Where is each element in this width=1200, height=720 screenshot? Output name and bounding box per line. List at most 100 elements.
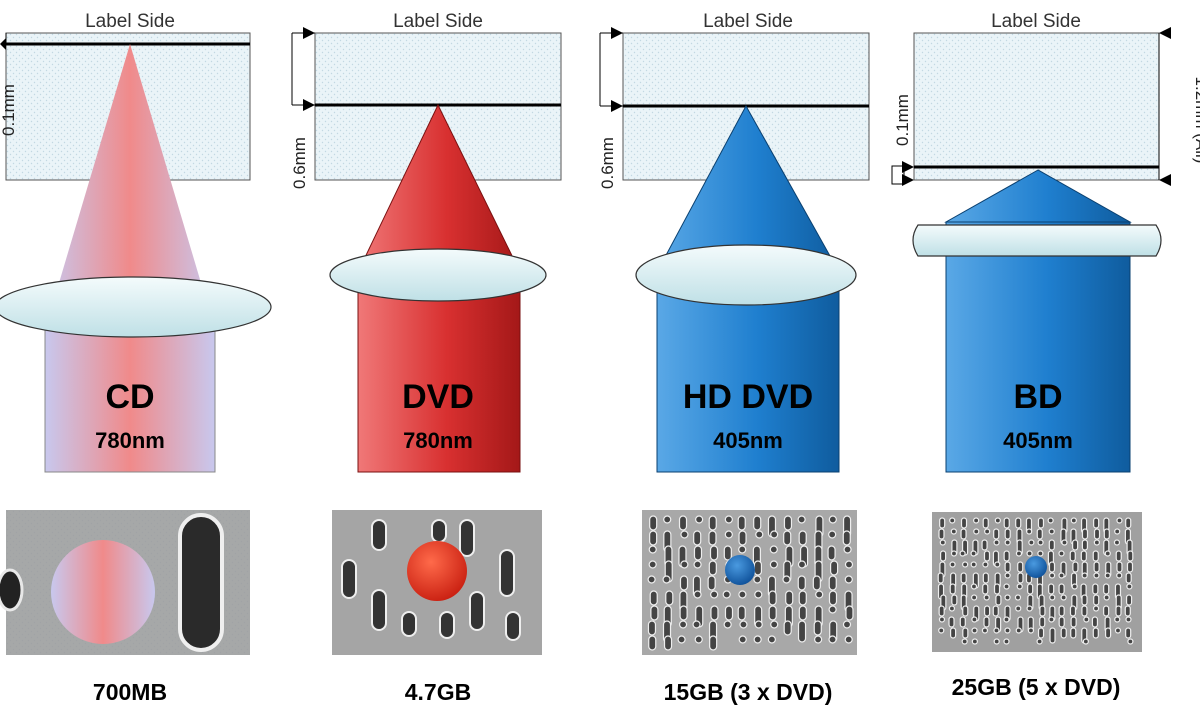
bd-pit-photo bbox=[932, 512, 1142, 652]
pit bbox=[649, 590, 658, 606]
pit bbox=[753, 560, 763, 576]
pit bbox=[842, 620, 852, 629]
cd-lens bbox=[0, 276, 272, 338]
bd-disc-layer bbox=[913, 32, 1160, 181]
pit bbox=[754, 590, 763, 599]
pit bbox=[1103, 605, 1110, 617]
pit bbox=[1103, 528, 1110, 540]
pit bbox=[938, 605, 945, 617]
pit bbox=[1026, 605, 1033, 612]
pit bbox=[650, 605, 659, 621]
pit bbox=[1092, 605, 1100, 612]
hddvd-name: HD DVD bbox=[683, 378, 813, 416]
pit bbox=[939, 517, 946, 529]
cd-arrow-icon bbox=[0, 38, 6, 50]
pit bbox=[960, 572, 967, 584]
pit bbox=[1058, 572, 1065, 579]
pit bbox=[769, 545, 778, 554]
pit bbox=[939, 539, 946, 546]
hddvd-thickness-label: 0.6mm bbox=[598, 137, 617, 189]
pit bbox=[1116, 561, 1123, 573]
bd-wavelength: 405nm bbox=[1003, 428, 1073, 453]
hddvd-pit-photo bbox=[642, 510, 857, 655]
pit bbox=[1003, 583, 1010, 590]
pit bbox=[1060, 627, 1067, 639]
cd-label-side: Label Side bbox=[85, 11, 175, 32]
dvd-wavelength: 780nm bbox=[403, 428, 473, 453]
pit bbox=[993, 528, 1000, 540]
pit bbox=[647, 575, 656, 584]
pit bbox=[940, 550, 947, 562]
pit bbox=[814, 635, 823, 644]
pit bbox=[1016, 583, 1023, 590]
pit bbox=[1126, 561, 1134, 573]
pit bbox=[842, 530, 851, 546]
pit bbox=[971, 638, 978, 645]
pit bbox=[1070, 517, 1077, 524]
pit bbox=[710, 590, 719, 599]
pit bbox=[1092, 550, 1099, 562]
pit bbox=[1058, 605, 1065, 617]
pit bbox=[693, 560, 702, 569]
dvd-pit-photo bbox=[332, 510, 542, 655]
pit bbox=[753, 515, 762, 531]
pit bbox=[1104, 627, 1112, 639]
pit bbox=[1125, 616, 1132, 623]
cd-laser-beam bbox=[45, 44, 215, 330]
pit bbox=[950, 528, 957, 535]
pit bbox=[948, 605, 956, 612]
pit bbox=[844, 635, 853, 644]
pit bbox=[938, 528, 945, 540]
hddvd-column: Label Side 0.6mm HD DVD 405nm 15GB (3 x … bbox=[598, 11, 870, 705]
pit bbox=[679, 605, 688, 621]
pit bbox=[973, 517, 980, 524]
pit bbox=[1017, 561, 1024, 573]
pit bbox=[1003, 517, 1010, 529]
pit bbox=[1026, 550, 1033, 557]
pit bbox=[738, 635, 747, 644]
pit bbox=[1037, 627, 1045, 639]
pit bbox=[1004, 594, 1011, 601]
pit bbox=[828, 590, 838, 606]
pit bbox=[709, 635, 718, 651]
pit bbox=[1048, 539, 1055, 551]
pit bbox=[813, 620, 822, 636]
pit bbox=[649, 530, 658, 546]
pit bbox=[1081, 572, 1088, 579]
pit bbox=[1048, 561, 1056, 573]
pit bbox=[948, 616, 955, 628]
pit bbox=[1058, 583, 1065, 595]
pit bbox=[1004, 572, 1011, 579]
pit bbox=[1060, 594, 1067, 601]
pit bbox=[708, 560, 717, 576]
pit bbox=[649, 515, 658, 531]
pit bbox=[693, 530, 702, 546]
pit bbox=[739, 620, 748, 629]
pit bbox=[1114, 528, 1121, 535]
bd-laser-beam bbox=[944, 169, 1132, 223]
pit bbox=[1003, 550, 1010, 562]
pit bbox=[723, 545, 732, 561]
pit bbox=[1069, 605, 1077, 617]
bd-total-arrow-icon bbox=[1159, 27, 1171, 39]
pit bbox=[677, 635, 686, 644]
bd-label-side: Label Side bbox=[991, 11, 1081, 32]
pit bbox=[843, 545, 852, 554]
pit bbox=[950, 550, 958, 557]
dvd-column: Label Side 0.6mm DVD 780nm 4.7GB bbox=[290, 11, 562, 705]
pit bbox=[1116, 517, 1123, 524]
pit bbox=[995, 594, 1002, 606]
pit bbox=[970, 550, 977, 557]
pit bbox=[1026, 528, 1033, 535]
pit bbox=[828, 575, 837, 591]
pit bbox=[710, 605, 719, 621]
dvd-arrow-icon bbox=[303, 27, 315, 39]
pit bbox=[1036, 638, 1043, 645]
pit bbox=[1004, 528, 1011, 540]
pit bbox=[648, 635, 657, 651]
pit bbox=[1114, 627, 1122, 634]
pit bbox=[962, 561, 969, 568]
pit bbox=[768, 605, 777, 621]
pit bbox=[647, 620, 657, 636]
